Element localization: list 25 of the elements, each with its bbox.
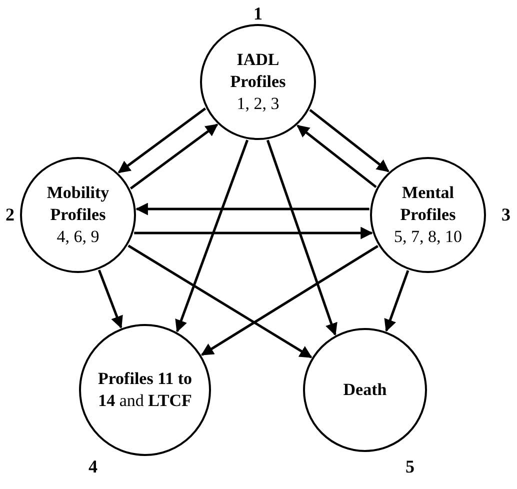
state-name: Death — [343, 379, 387, 401]
arrow — [200, 244, 378, 356]
arrow — [134, 226, 374, 240]
arrow — [130, 124, 218, 190]
state-name: Mental Profiles — [399, 182, 457, 226]
arrow — [175, 140, 249, 332]
profile-numbers: 4, 6, 9 — [56, 226, 100, 248]
state-name: Profiles 11 to 14 and LTCF — [96, 368, 194, 412]
arrow — [296, 124, 377, 188]
arrow — [135, 202, 370, 216]
arrow — [266, 140, 338, 336]
arrow — [384, 270, 410, 332]
arrow — [128, 244, 312, 358]
arrow — [309, 108, 390, 172]
profile-numbers: 5, 7, 8, 10 — [394, 226, 462, 248]
profile-numbers: 1, 2, 3 — [236, 93, 280, 115]
arrow — [118, 108, 206, 174]
state-name: Mobility Profiles — [46, 182, 110, 226]
node-number: 4 — [88, 456, 98, 478]
node-number: 1 — [254, 4, 262, 24]
node-number: 2 — [6, 204, 14, 226]
node-number: 5 — [406, 456, 414, 478]
state-name: IADL Profiles — [229, 49, 287, 93]
node-number: 3 — [502, 204, 510, 226]
arrow — [98, 270, 123, 329]
